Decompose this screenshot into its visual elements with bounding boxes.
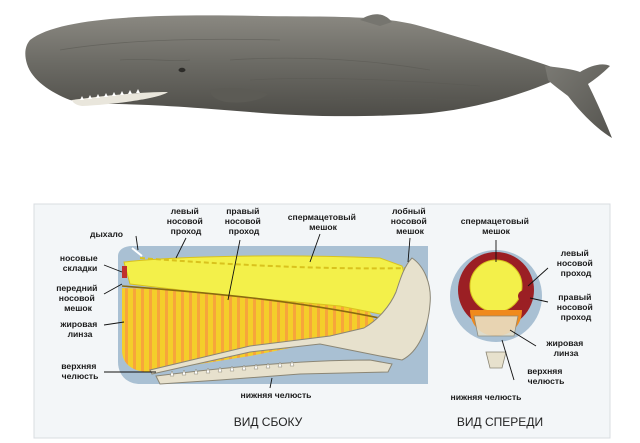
blowhole-mark xyxy=(131,247,143,257)
lower-jaw-teeth xyxy=(169,360,295,377)
label-frontal-nasal-sac: лобный носовой мешок xyxy=(391,206,429,236)
label-upper-jaw: верхняя челюсть xyxy=(61,361,98,381)
caption-side-view: ВИД СБОКУ xyxy=(234,415,303,429)
label-anterior-nasal-sac: передний носовой мешок xyxy=(56,283,100,313)
front-lower-jaw xyxy=(485,351,507,369)
label-fat-lens: жировая линза xyxy=(59,319,99,339)
whale-dorsal-hump xyxy=(360,14,392,26)
right-nasal-passage-line xyxy=(121,285,399,323)
whale-skin-texture xyxy=(59,38,481,101)
whale-lower-jaw xyxy=(72,92,168,106)
side-view xyxy=(118,246,431,385)
fat-lens-region xyxy=(122,288,380,372)
label-front-left-nasal-passage: левый носовой проход xyxy=(557,248,595,278)
front-spermaceti-sac xyxy=(469,259,523,313)
nasal-folds-mark xyxy=(122,266,127,278)
label-front-right-nasal-passage: правый носовой проход xyxy=(557,292,595,322)
label-nasal-folds: носовые складки xyxy=(60,253,100,273)
front-view xyxy=(450,250,542,369)
front-upper-jaw xyxy=(473,315,519,337)
whale-pectoral-fin xyxy=(210,87,268,103)
left-nasal-passage-line xyxy=(139,257,413,270)
label-blowhole: дыхало xyxy=(90,229,123,239)
label-right-nasal-passage: правый носовой проход xyxy=(225,206,263,236)
caption-front-view: ВИД СПЕРЕДИ xyxy=(457,415,543,429)
label-lower-jaw: нижняя челюсть xyxy=(241,390,312,400)
label-front-upper-jaw: верхняя челюсть xyxy=(527,366,564,386)
label-left-nasal-passage: левый носовой проход xyxy=(167,206,205,236)
label-front-spermaceti-sac: спермацетовый мешок xyxy=(461,216,532,236)
label-front-lower-jaw: нижняя челюсть xyxy=(451,392,522,402)
leader-lines xyxy=(103,233,549,389)
lower-jaw-bone xyxy=(155,359,393,385)
skull-upper-jaw xyxy=(149,257,431,375)
whale-tail-flukes xyxy=(545,64,612,138)
label-front-fat-lens: жировая линза xyxy=(545,338,585,358)
front-right-nasal-passage-mark xyxy=(518,290,532,302)
label-spermaceti-sac: спермацетовый мешок xyxy=(288,212,359,232)
whale-eye xyxy=(178,67,186,73)
